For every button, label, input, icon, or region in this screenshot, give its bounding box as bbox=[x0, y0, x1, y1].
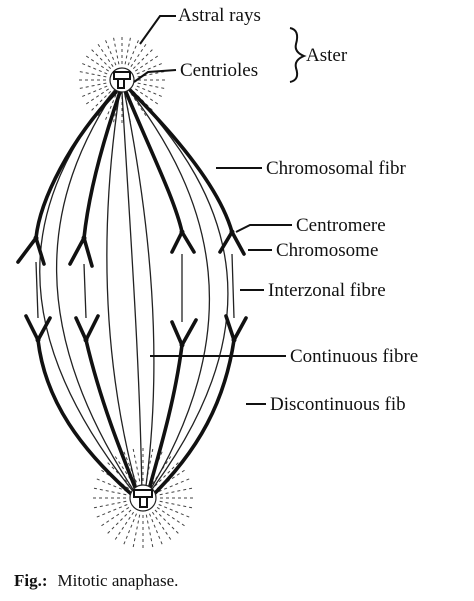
astral-ray bbox=[127, 37, 141, 66]
astral-ray bbox=[101, 506, 130, 527]
astral-ray bbox=[135, 88, 161, 107]
astral-ray bbox=[132, 47, 155, 70]
astral-ray bbox=[79, 85, 108, 99]
astral-ray bbox=[130, 41, 149, 67]
astral-ray bbox=[95, 41, 114, 67]
centriole-top bbox=[109, 67, 135, 93]
astral-ray bbox=[136, 61, 165, 75]
centromeres bbox=[33, 229, 237, 348]
astral-ray bbox=[103, 94, 117, 123]
caption-prefix: Fig.: bbox=[14, 571, 48, 590]
astral-ray bbox=[89, 90, 112, 113]
astral-ray bbox=[89, 47, 112, 70]
astral-ray bbox=[156, 506, 185, 527]
astral-ray bbox=[79, 61, 108, 75]
astral-ray bbox=[76, 70, 107, 78]
label-chromosome: Chromosome bbox=[276, 240, 378, 261]
label-centromere: Centromere bbox=[296, 215, 386, 236]
astral-ray bbox=[151, 511, 172, 540]
continuous-fibre bbox=[121, 91, 143, 499]
caption-text: Mitotic anaphase. bbox=[58, 571, 179, 590]
chromosomes-bottom bbox=[24, 314, 248, 347]
label-astral-rays: Astral rays bbox=[178, 5, 261, 26]
astral-ray bbox=[103, 37, 117, 66]
astral-ray bbox=[137, 82, 168, 90]
astral-ray bbox=[83, 88, 109, 107]
astral-ray bbox=[112, 95, 120, 126]
astral-ray bbox=[136, 85, 165, 99]
label-chromosomal-fibre: Chromosomal fibr bbox=[266, 158, 407, 179]
astral-ray bbox=[124, 34, 132, 65]
label-discontinuous-fibre: Discontinuous fib bbox=[270, 394, 406, 415]
astral-ray bbox=[112, 34, 120, 65]
astral-ray bbox=[154, 509, 179, 534]
chromosomes-top bbox=[16, 230, 246, 268]
label-aster: Aster bbox=[306, 45, 348, 66]
astral-ray bbox=[83, 53, 109, 72]
interzonal-fibres bbox=[35, 253, 235, 322]
astral-ray bbox=[107, 509, 132, 534]
label-centrioles: Centrioles bbox=[180, 60, 258, 81]
label-interzonal-fibre: Interzonal fibre bbox=[268, 280, 386, 301]
chromosomal-fibres-bottom bbox=[36, 338, 236, 502]
chromosomal-fibres-top bbox=[34, 88, 234, 240]
figure-caption: Fig.: Mitotic anaphase. bbox=[14, 571, 178, 590]
astral-ray bbox=[130, 93, 149, 119]
astral-ray bbox=[135, 53, 161, 72]
label-continuous-fibre: Continuous fibre bbox=[290, 346, 418, 367]
astral-ray bbox=[76, 82, 107, 90]
leader-lines bbox=[133, 15, 307, 405]
centriole-bottom bbox=[129, 484, 157, 512]
astral-ray bbox=[114, 511, 135, 540]
